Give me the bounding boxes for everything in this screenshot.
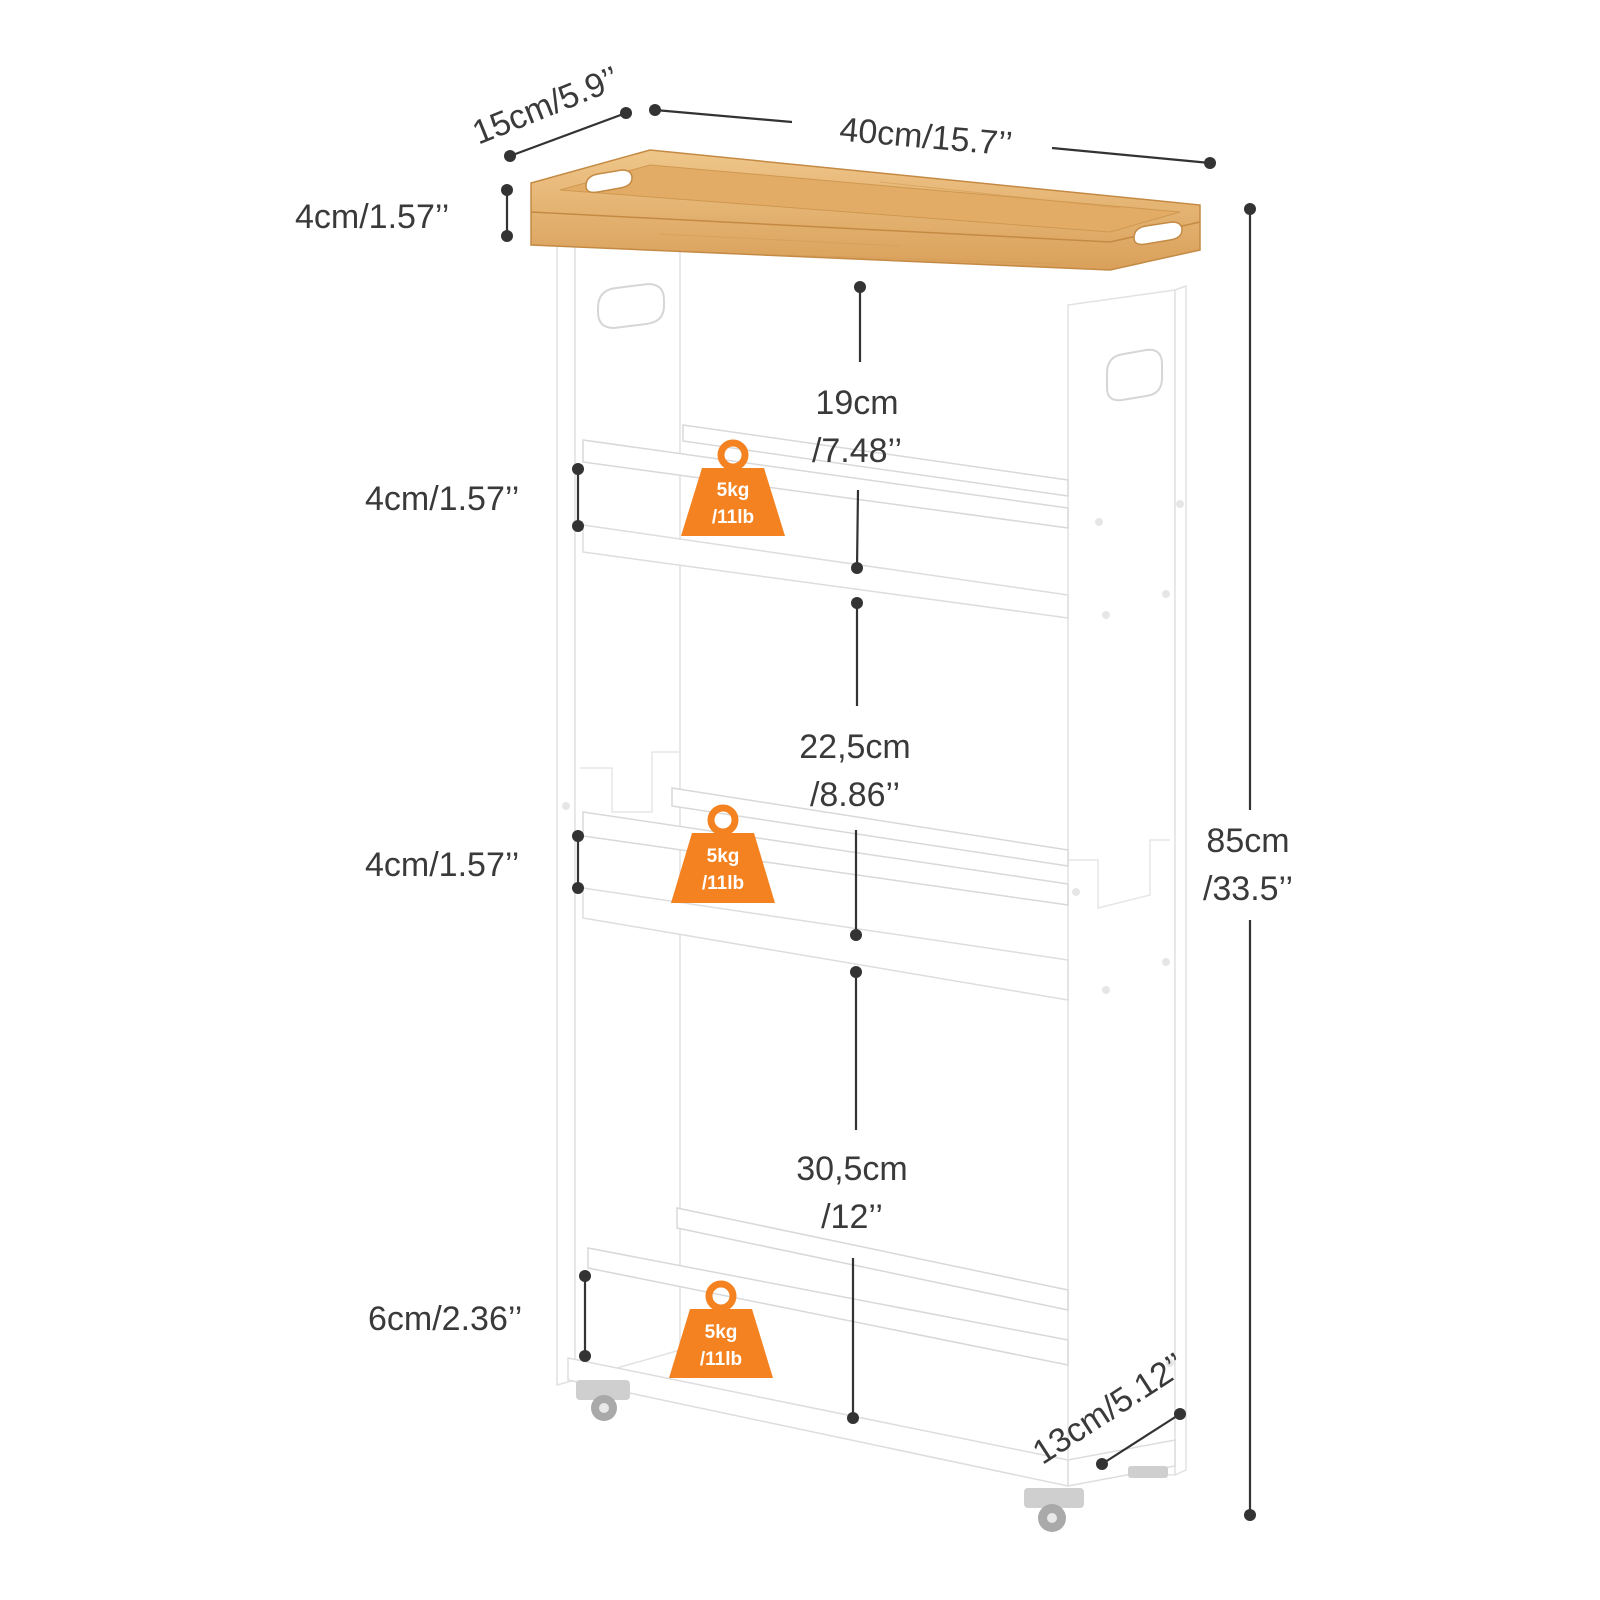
gap-3-cm-label: 30,5cm <box>796 1150 908 1188</box>
tray-height-label: 4cm/1.57’’ <box>295 198 449 236</box>
gap-3-in-label: /12’’ <box>821 1198 883 1236</box>
badge-1-kg: 5kg <box>717 480 750 501</box>
badge-3-lb: /11lb <box>700 1349 742 1370</box>
gap-1-in-label: /7.48’’ <box>812 432 902 470</box>
total-height-cm-label: 85cm <box>1206 822 1289 860</box>
left-handle-hole <box>597 282 665 330</box>
depth-top-label: 15cm/5.9’’ <box>467 59 624 152</box>
load-badge-3: 5kg /11lb <box>669 1280 773 1378</box>
trolley-body <box>556 239 1187 1532</box>
shelf-2 <box>582 787 1069 1001</box>
left-side-panel <box>574 239 681 1381</box>
right-side-panel <box>1067 289 1176 1476</box>
right-handle-hole <box>1106 348 1163 402</box>
width-label: 40cm/15.7’’ <box>838 111 1014 164</box>
badge-2-lb: /11lb <box>702 873 744 894</box>
right-panel-edge <box>1174 284 1187 1477</box>
badge-1-lb: /11lb <box>712 507 754 528</box>
gap-2-in-label: /8.86’’ <box>810 776 900 814</box>
total-height-in-label: /33.5’’ <box>1203 870 1293 908</box>
rail-2-height-label: 4cm/1.57’’ <box>365 846 519 884</box>
dimension-lines <box>501 104 1256 1521</box>
bamboo-top-tray <box>530 149 1201 271</box>
badge-3-kg: 5kg <box>705 1322 738 1343</box>
rail-1-height-label: 4cm/1.57’’ <box>365 480 519 518</box>
load-badge-1: 5kg /11lb <box>681 439 785 536</box>
load-badge-2: 5kg /11lb <box>671 804 775 903</box>
gap-2-cm-label: 22,5cm <box>799 728 911 766</box>
caster-wheels <box>576 1380 1168 1532</box>
shelf-1 <box>582 424 1069 619</box>
gap-1-cm-label: 19cm <box>815 384 898 422</box>
shelf-3 <box>567 1207 1176 1487</box>
badge-2-kg: 5kg <box>707 846 740 867</box>
rail-3-height-label: 6cm/2.36’’ <box>368 1300 522 1338</box>
left-panel-edge <box>556 239 576 1386</box>
